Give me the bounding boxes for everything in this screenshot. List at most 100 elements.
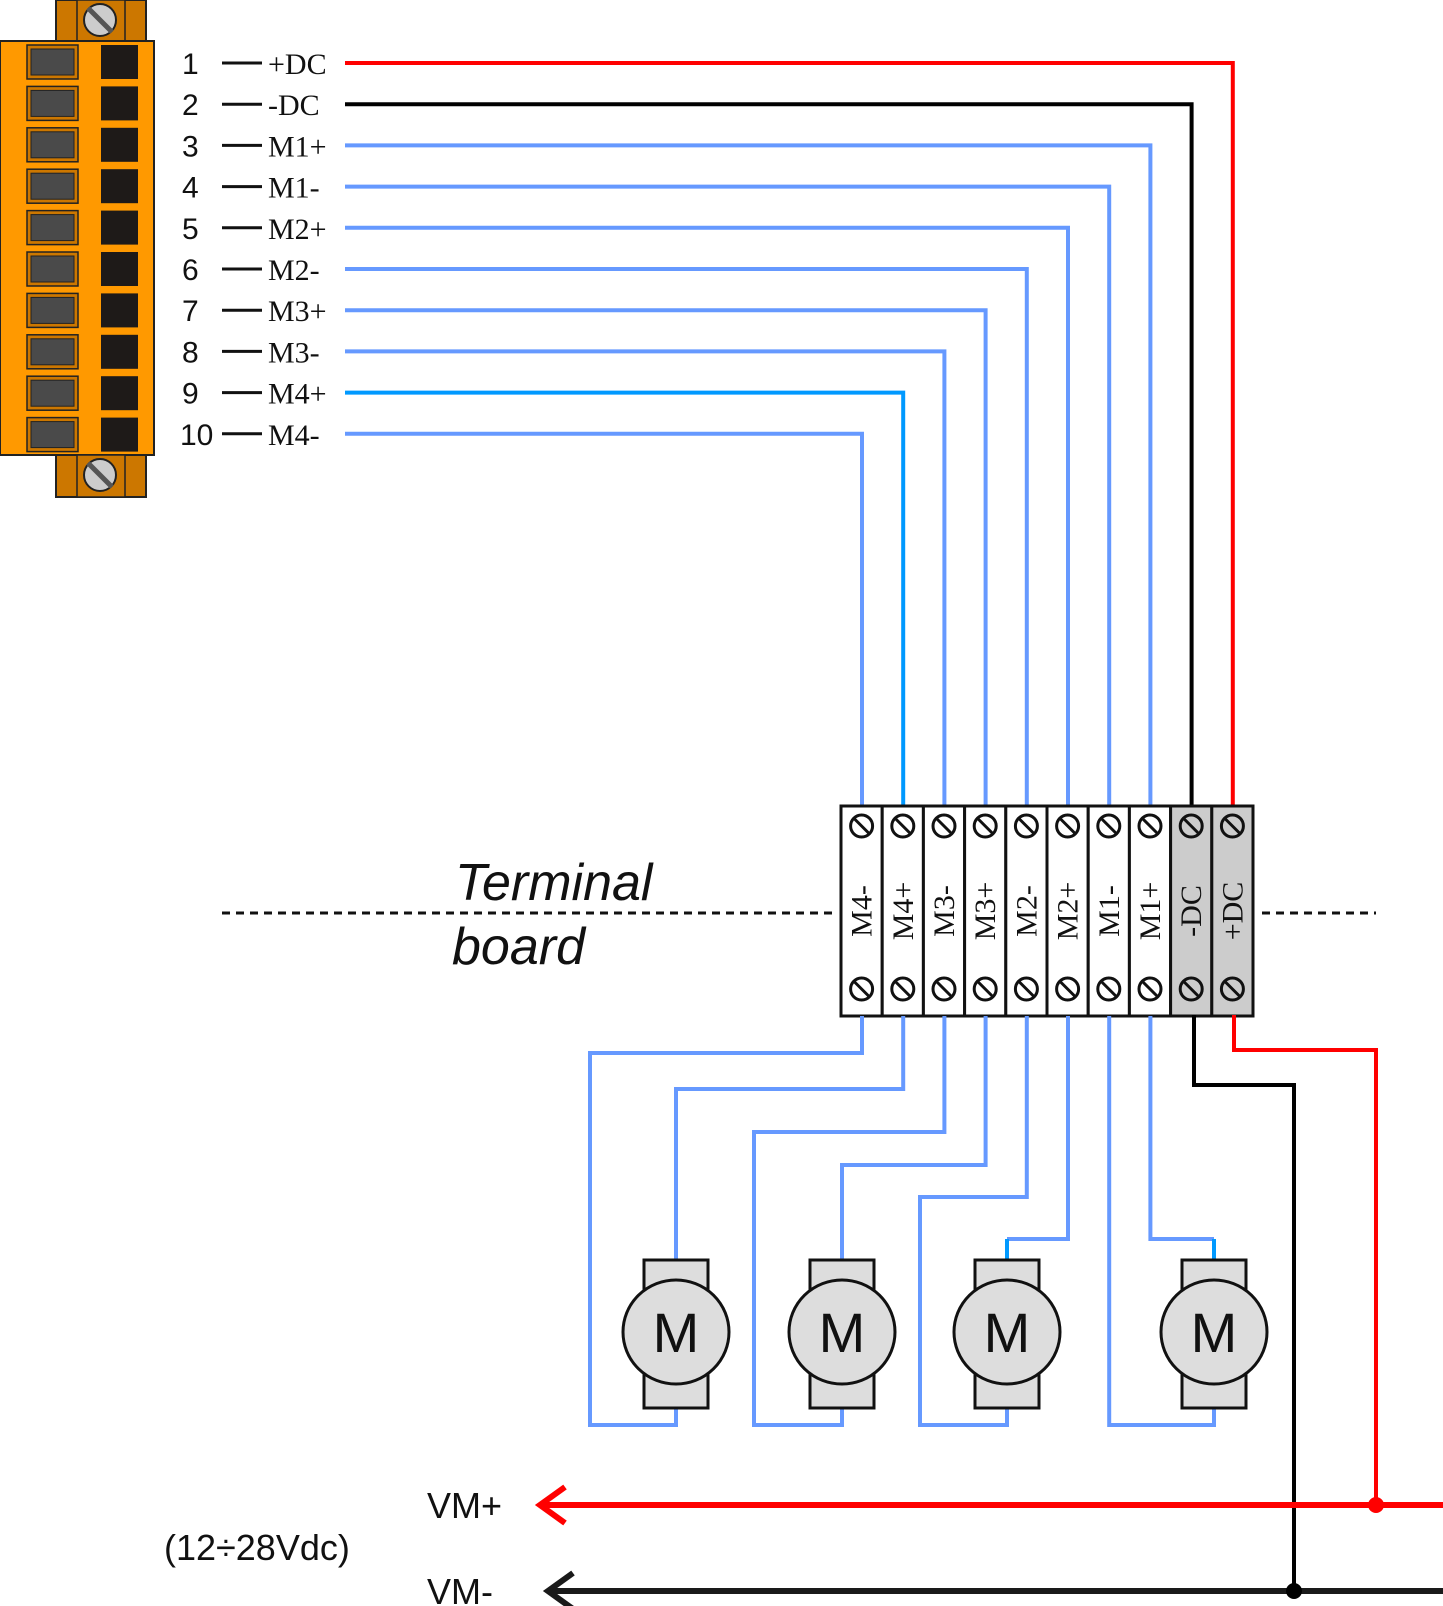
- terminal-screw-icon: [1055, 813, 1081, 839]
- terminal-label: M3+: [969, 882, 1002, 941]
- pin-label: -DC: [268, 89, 320, 122]
- terminal-screw-icon: [1137, 976, 1163, 1002]
- neg-dc-to-supply-wire: [1192, 1015, 1296, 1591]
- terminal-m1plus: M1+: [1127, 804, 1173, 1018]
- terminal-label: M4-: [846, 885, 879, 937]
- terminal-minusdc: -DC: [1169, 804, 1214, 1018]
- terminal-screw-icon: [1096, 976, 1122, 1002]
- connector-slot: [26, 375, 138, 411]
- pin-number: 1: [182, 48, 199, 81]
- vm-plus-arrow-icon: [534, 1484, 567, 1526]
- terminal-screw-icon: [1055, 976, 1081, 1002]
- wire-m1plus: [345, 143, 1153, 808]
- terminal-screw-icon: [1096, 813, 1122, 839]
- terminal-label: M4+: [887, 882, 920, 941]
- motor-wire: [588, 1016, 864, 1427]
- terminal-screw-icon: [1219, 813, 1245, 839]
- terminal-screw-icon: [931, 976, 957, 1002]
- pin-row: 1+DC: [182, 48, 327, 81]
- terminal-m2minus: M2-: [1004, 804, 1049, 1018]
- wire-plusdc: [345, 61, 1235, 808]
- terminal-connector: [0, 0, 155, 498]
- motor-label: M: [1191, 1301, 1238, 1364]
- power-wires: [534, 1015, 1443, 1606]
- terminal-label: M2+: [1052, 882, 1085, 941]
- motor-label: M: [819, 1301, 866, 1364]
- wire-m3plus: [345, 308, 988, 808]
- pin-label: M3+: [268, 295, 327, 328]
- terminal-screw-icon: [849, 813, 875, 839]
- connector-slot: [26, 85, 138, 122]
- terminal-plusdc: +DC: [1210, 804, 1255, 1018]
- terminal-screw-icon: [849, 976, 875, 1002]
- motor-wire: [674, 1016, 906, 1260]
- connector-screw-top-icon: [83, 3, 117, 37]
- terminal-label: -DC: [1175, 885, 1208, 937]
- terminal-m4minus: M4-: [839, 804, 884, 1018]
- wire-m1minus: [345, 184, 1112, 808]
- wire-m2minus: [345, 267, 1029, 808]
- pin-number: 10: [180, 419, 213, 452]
- wire-m3minus: [345, 349, 947, 808]
- connector-slot: [26, 251, 138, 287]
- terminal-label: M1+: [1134, 882, 1167, 941]
- connector-slot: [26, 209, 138, 246]
- pin-number: 3: [182, 130, 199, 163]
- motor-icon: M: [787, 1258, 897, 1410]
- pin-row: 4 M1-: [182, 172, 320, 205]
- pin-number: 8: [182, 336, 199, 369]
- terminal-board-title-line2: board: [452, 918, 587, 976]
- connector-slot: [26, 127, 138, 163]
- pin-row: 2 -DC: [182, 89, 320, 122]
- pin-label: M2+: [268, 213, 327, 246]
- pin-number: 5: [182, 213, 199, 246]
- pin-label: M4+: [268, 378, 327, 411]
- connector-screw-bottom-icon: [83, 458, 117, 492]
- terminal-board: M4-M4+M3-M3+M2-M2+M1-M1+-DC+DC: [839, 804, 1255, 1018]
- pin-label: M3-: [268, 336, 320, 369]
- motor-icon: M: [1159, 1258, 1269, 1410]
- pin-row: 9 M4+: [182, 378, 327, 411]
- terminal-m4plus: M4+: [880, 804, 925, 1018]
- motor-wire: [1007, 1016, 1070, 1241]
- vm-minus-junction: [1286, 1583, 1302, 1599]
- vm-minus-label: VM-: [427, 1571, 493, 1606]
- terminal-screw-icon: [972, 976, 998, 1002]
- terminal-screw-icon: [1178, 813, 1204, 839]
- vm-plus-label: VM+: [427, 1485, 502, 1526]
- motor-wire: [1107, 1016, 1216, 1427]
- connector-slot: [26, 334, 138, 370]
- pin-row: 8 M3-: [182, 336, 320, 369]
- connector-slot: [26, 168, 138, 204]
- terminal-screw-icon: [1178, 976, 1204, 1002]
- pin-number: 9: [182, 378, 199, 411]
- wire-m4minus: [345, 431, 864, 808]
- terminal-screw-icon: [1219, 976, 1245, 1002]
- pin-label: M1-: [268, 172, 320, 205]
- pin-row: 5 M2+: [182, 213, 327, 246]
- motor-icon: M: [621, 1258, 731, 1410]
- motor-wire: [840, 1016, 988, 1260]
- terminal-m1minus: M1-: [1086, 804, 1131, 1018]
- motor-label: M: [653, 1301, 700, 1364]
- motor-label: M: [984, 1301, 1031, 1364]
- connector-slot: [26, 416, 138, 453]
- terminal-screw-icon: [890, 813, 916, 839]
- vm-minus-arrow-icon: [542, 1570, 575, 1606]
- wire-m4plus: [345, 390, 906, 808]
- connector-slot: [26, 292, 138, 329]
- terminal-m2plus: M2+: [1045, 804, 1090, 1018]
- pin-label: M2-: [268, 254, 320, 287]
- wire-minusdc: [345, 102, 1194, 808]
- motor-icon: M: [952, 1258, 1062, 1410]
- pin-number: 4: [182, 172, 199, 205]
- pos-dc-to-supply-wire: [1232, 1015, 1378, 1505]
- pin-number: 2: [182, 89, 199, 122]
- terminal-label: M1-: [1093, 885, 1126, 937]
- wire-m2plus: [345, 225, 1070, 808]
- terminal-screw-icon: [890, 976, 916, 1002]
